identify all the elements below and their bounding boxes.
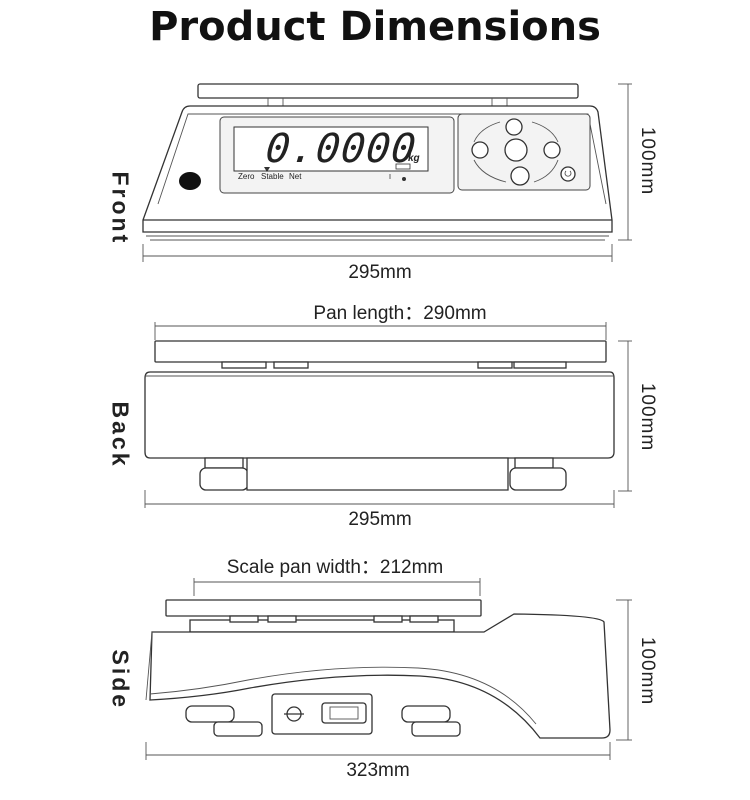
back-body [144,371,615,459]
back-width-dimension: 295mm [348,509,412,530]
page-title: Product Dimensions [149,4,601,50]
lcd-indicator-zero: Zero [238,172,255,181]
side-view-drawing [145,578,632,760]
pan-length-dimension: Pan length：290mm [313,303,487,324]
back-height-dimension: 100mm [637,382,658,452]
keypad-button-right [543,141,561,159]
keypad-button-bottom [510,166,530,186]
side-pan [165,599,482,617]
side-view-label: Side [107,649,134,711]
power-button [560,166,576,182]
front-pan [197,83,579,99]
back-view-label: Back [107,401,134,469]
front-height-dimension: 100mm [637,126,658,196]
back-pan [154,340,607,363]
lcd-indicator-net: Net [289,172,302,181]
pan-width-dimension: Scale pan width：212mm [226,557,444,578]
front-view-label: Front [107,171,134,246]
side-width-dimension: 323mm [346,760,410,781]
lcd-reading: 0.0000 [263,126,419,172]
side-body [149,613,611,739]
keypad-button-top [505,118,523,136]
side-port [321,702,367,724]
front-view-drawing [142,83,632,262]
lcd-screen [233,126,429,172]
keypad-button-left [471,141,489,159]
level-indicator [179,172,201,190]
lcd-unit: kg [408,153,420,164]
keypad-button-center [504,138,528,162]
front-width-dimension: 295mm [348,262,412,283]
battery-icon [395,163,411,170]
lcd-indicator-stable: Stable [261,172,284,181]
side-height-dimension: 100mm [637,636,658,706]
back-view-drawing [144,322,632,508]
